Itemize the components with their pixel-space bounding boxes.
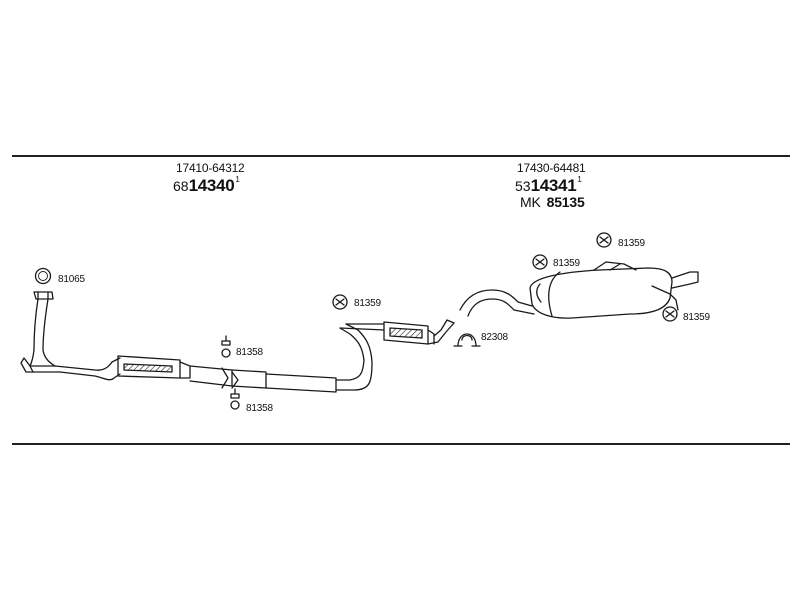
front-pipe-part-number: 68143401 bbox=[173, 175, 240, 195]
rear-muffler-part-number: 53143411 bbox=[515, 175, 582, 195]
pipe-clamp-icon bbox=[453, 333, 481, 347]
callout-ring-gasket: 81065 bbox=[58, 274, 85, 285]
rear-muffler-part-prefix: 53 bbox=[515, 178, 531, 194]
front-pipe-part-main: 14340 bbox=[188, 176, 235, 195]
front-flex-section bbox=[117, 355, 191, 379]
mounting-kit-prefix: MK bbox=[520, 194, 541, 210]
callout-hanger-muffler-top: 81359 bbox=[618, 238, 645, 249]
rubber-hanger-left-icon bbox=[532, 254, 548, 270]
front-pipe-oe-number: 17410-64312 bbox=[176, 161, 245, 175]
front-downpipe bbox=[20, 291, 121, 381]
rubber-hanger-right-icon bbox=[662, 306, 678, 322]
rubber-hanger-top-icon bbox=[596, 232, 612, 248]
rear-inlet-pipe bbox=[459, 289, 535, 317]
bottom-divider-line bbox=[12, 443, 790, 445]
rubber-hanger-center-icon bbox=[332, 294, 348, 310]
mounting-kit-value: 85135 bbox=[546, 194, 585, 210]
callout-bolt-lower: 81358 bbox=[246, 403, 273, 414]
callout-bolt-upper: 81358 bbox=[236, 347, 263, 358]
front-pipe-part-prefix: 68 bbox=[173, 178, 189, 194]
front-pipe-part-superscript: 1 bbox=[235, 175, 240, 184]
callout-hanger-muffler-right: 81359 bbox=[683, 312, 710, 323]
center-pipe-resonator bbox=[189, 323, 385, 393]
intermediate-flex-section bbox=[383, 319, 455, 345]
rear-muffler-part-main: 14341 bbox=[530, 176, 577, 195]
rear-muffler bbox=[529, 261, 699, 319]
rear-muffler-part-superscript: 1 bbox=[577, 175, 582, 184]
rear-muffler-oe-number: 17430-64481 bbox=[517, 161, 586, 175]
top-divider-line bbox=[12, 155, 790, 157]
callout-clamp: 82308 bbox=[481, 332, 508, 343]
callout-hanger-center: 81359 bbox=[354, 298, 381, 309]
ring-gasket-icon bbox=[34, 267, 52, 285]
callout-hanger-muffler-left: 81359 bbox=[553, 258, 580, 269]
bolt-upper-icon bbox=[221, 335, 231, 358]
mounting-kit-number: MK 85135 bbox=[520, 195, 585, 209]
bolt-lower-icon bbox=[230, 388, 240, 410]
